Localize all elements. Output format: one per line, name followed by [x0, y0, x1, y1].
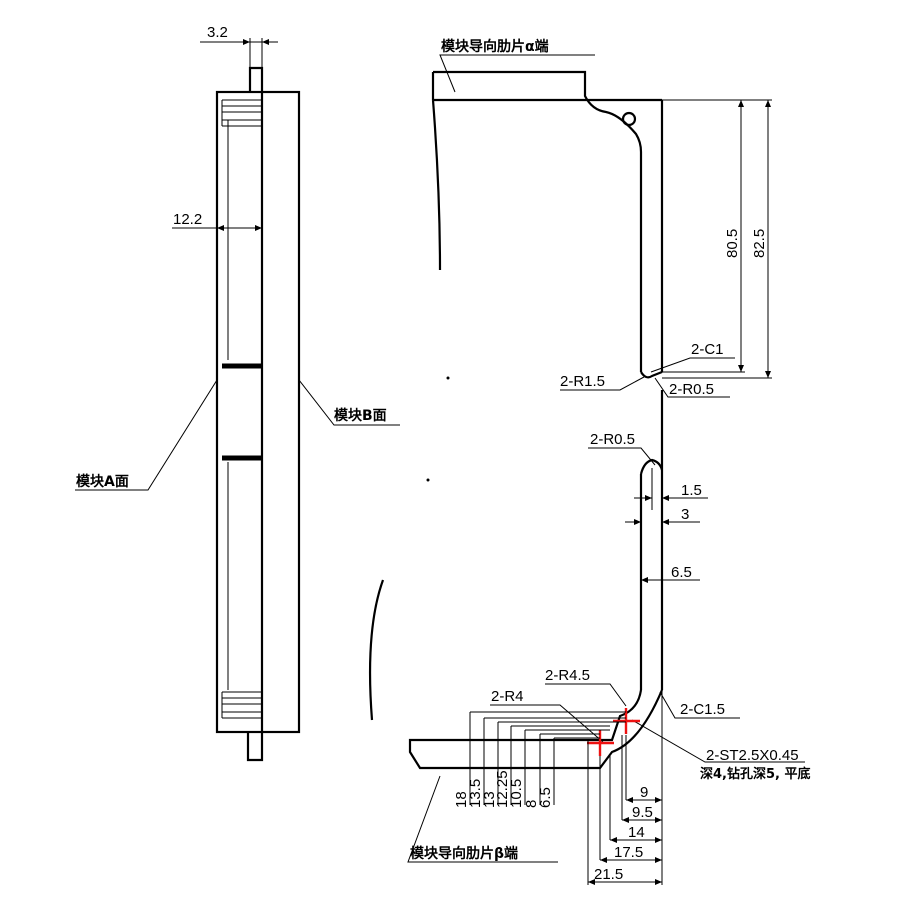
hdim-17-5: 17.5 — [614, 844, 643, 861]
face-a-label: 模块A面 — [76, 473, 129, 490]
alpha-label: 模块导向肋片α端 — [441, 38, 549, 55]
upper-curve — [431, 99, 442, 271]
r4-leader — [490, 704, 604, 743]
vdim-13-5: 13.5 — [467, 779, 484, 808]
r4-5-leader — [545, 683, 627, 707]
vertical-dim-stack: 18 13.5 13 12.25 10.5 8 6.5 — [453, 711, 626, 808]
dim-6-5-label: 6.5 — [671, 564, 692, 581]
hdim-21-5: 21.5 — [594, 866, 623, 883]
mounting-hole — [621, 111, 637, 127]
c1-5-leader — [659, 691, 740, 719]
side-view-body — [215, 90, 301, 734]
vdim-12-25: 12.25 — [494, 770, 511, 808]
dim-3-label: 3 — [681, 506, 689, 523]
r4-label: 2-R4 — [491, 688, 524, 705]
dim-80-5: 80.5 — [662, 99, 772, 373]
c1-5-label: 2-C1.5 — [680, 701, 725, 718]
vdim-13: 13 — [481, 791, 498, 808]
dim-80-5-label: 80.5 — [724, 229, 741, 258]
st-label: 2-ST2.5X0.45 — [706, 747, 799, 764]
r0-5b-leader — [588, 447, 656, 466]
face-a-leader — [75, 379, 218, 491]
hdim-9: 9 — [640, 784, 648, 801]
st-note: 深4,钻孔深5, 平底 — [700, 766, 811, 782]
dim-3-2-label: 3.2 — [207, 24, 228, 41]
side-view-bottom-tab — [246, 732, 264, 762]
side-view: 3.2 12.2 模块A面 模块B面 — [75, 24, 400, 762]
alpha-leader — [439, 54, 595, 93]
vdim-10-5: 10.5 — [508, 779, 525, 808]
lower-curve — [368, 579, 385, 721]
r0-5b-label: 2-R0.5 — [590, 431, 635, 448]
side-view-top-tab — [248, 66, 264, 92]
hdim-14: 14 — [628, 824, 645, 841]
dim-12-2: 12.2 — [172, 211, 262, 231]
dim-6-5: 6.5 — [641, 564, 700, 583]
r1-5-label: 2-R1.5 — [560, 373, 605, 390]
face-b-leader — [298, 379, 400, 426]
notch-upper — [640, 370, 663, 379]
c1-label: 2-C1 — [691, 341, 724, 358]
center-mark-upper — [446, 376, 450, 380]
dim-1-5: 1.5 — [634, 482, 708, 501]
dim-12-2-label: 12.2 — [173, 211, 202, 228]
hdim-9-5: 9.5 — [632, 804, 653, 821]
beta-label: 模块导向肋片β端 — [410, 845, 518, 862]
dim-82-5: 82.5 — [662, 100, 772, 379]
notch-lower — [639, 458, 664, 475]
side-view-lower-slot — [221, 462, 262, 719]
beta-leader — [407, 775, 558, 863]
vdim-8: 8 — [523, 800, 540, 808]
side-view-upper-pocket — [221, 100, 229, 360]
alpha-rib-outline — [433, 70, 643, 372]
horizontal-dim-stack: 9 9.5 14 17.5 21.5 — [587, 690, 663, 885]
front-view: 模块导向肋片α端 80.5 82.5 2-C1 2-R1.5 2-R0.5 2-… — [368, 38, 811, 885]
side-view-upper-slot — [222, 99, 262, 127]
r1-5-leader — [560, 376, 645, 391]
dim-1-5-label: 1.5 — [681, 482, 702, 499]
st-leader — [631, 719, 805, 763]
center-mark-lower — [426, 478, 430, 482]
dim-3: 3 — [625, 506, 700, 525]
dim-3-2: 3.2 — [200, 24, 278, 68]
r0-5a-label: 2-R0.5 — [669, 381, 714, 398]
dim-82-5-label: 82.5 — [751, 229, 768, 258]
c1-leader — [650, 357, 735, 373]
beta-rib-outline — [408, 689, 664, 770]
r0-5a-leader — [654, 377, 730, 398]
vdim-18: 18 — [453, 791, 470, 808]
vdim-6-5: 6.5 — [537, 787, 554, 808]
r4-5-label: 2-R4.5 — [545, 667, 590, 684]
face-b-label: 模块B面 — [334, 407, 387, 424]
